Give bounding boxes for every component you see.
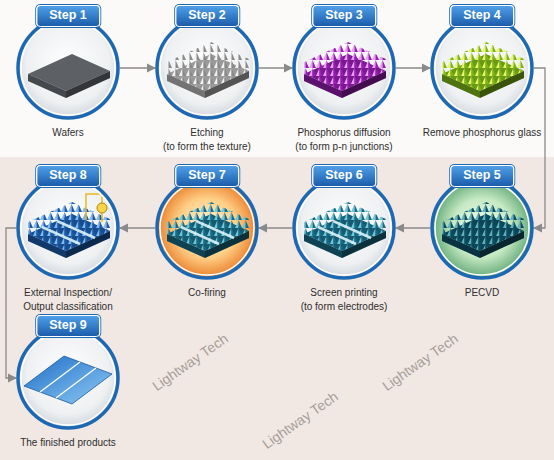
- step-circle: [430, 16, 534, 120]
- step-caption: Remove phosphorus glass: [414, 126, 550, 140]
- disc: [19, 329, 117, 427]
- circle-outline: [18, 328, 118, 428]
- circle-inner-ring: [435, 21, 529, 115]
- circle-outline: [432, 18, 532, 118]
- step-caption: Phosphorus diffusion (to form p-n juncti…: [284, 126, 404, 153]
- step-circle: [430, 176, 534, 280]
- step-badge: Step 9: [36, 315, 100, 337]
- disc: [158, 179, 256, 277]
- step-badge: Step 7: [175, 165, 239, 187]
- electrode-picture: [181, 221, 234, 244]
- process-step: Step 7Co-firing: [155, 176, 259, 280]
- disc: [295, 179, 393, 277]
- flow-arrow: [534, 68, 545, 228]
- circle-inner-ring: [297, 181, 391, 275]
- flow-arrow: [120, 227, 155, 228]
- texture-picture: [165, 200, 251, 254]
- process-step: Step 2Etching (to form the texture): [155, 16, 259, 120]
- step-badge: Step 1: [36, 5, 100, 27]
- flow-arrow: [396, 227, 430, 228]
- circle-inner-ring: [435, 181, 529, 275]
- circle-inner-ring: [160, 21, 254, 115]
- process-step: Step 4Remove phosphorus glass: [430, 16, 534, 120]
- step-caption: Co-firing: [142, 286, 272, 300]
- solar-cell-picture: [24, 356, 112, 404]
- flow-arrow: [6, 228, 16, 378]
- texture-picture: [302, 40, 388, 94]
- disc: [158, 19, 256, 117]
- step-badge: Step 8: [36, 165, 100, 187]
- circle-outline: [432, 178, 532, 278]
- step-circle: [16, 326, 120, 430]
- step-caption: Etching (to form the texture): [147, 126, 267, 153]
- disc: [295, 19, 393, 117]
- circle-outline: [18, 18, 118, 118]
- step-caption: Wafers: [3, 126, 133, 140]
- flow-arrow: [259, 67, 292, 68]
- watermark: Lightway Tech: [259, 388, 341, 452]
- step-caption: External Inspection/ Output classificati…: [12, 286, 124, 313]
- step-circle: [16, 176, 120, 280]
- electrode-picture: [318, 221, 371, 244]
- disc: [19, 179, 117, 277]
- step-caption: Screen printing (to form electrodes): [284, 286, 404, 313]
- circle-outline: [294, 18, 394, 118]
- step-circle: [292, 16, 396, 120]
- process-step: Step 5PECVD: [430, 176, 534, 280]
- process-step: Step 1Wafers: [16, 16, 120, 120]
- circle-inner-ring: [21, 181, 115, 275]
- flow-arrow: [259, 227, 292, 228]
- texture-picture: [440, 40, 526, 94]
- step-badge: Step 5: [450, 165, 514, 187]
- process-step: Step 6Screen printing (to form electrode…: [292, 176, 396, 280]
- flow-arrow: [396, 67, 430, 68]
- circle-outline: [157, 178, 257, 278]
- flow-arrow: [120, 67, 155, 68]
- texture-picture: [440, 200, 526, 254]
- step-circle: [16, 16, 120, 120]
- process-step: Step 3Phosphorus diffusion (to form p-n …: [292, 16, 396, 120]
- circle-outline: [157, 18, 257, 118]
- circle-outline: [294, 178, 394, 278]
- step-badge: Step 6: [312, 165, 376, 187]
- background-band: [0, 0, 554, 157]
- texture-picture: [302, 200, 388, 254]
- process-step: Step 9The finished products: [16, 326, 120, 430]
- circle-inner-ring: [21, 21, 115, 115]
- step-caption: The finished products: [0, 436, 136, 450]
- process-step: Step 8External Inspection/ Output classi…: [16, 176, 120, 280]
- circle-outline: [18, 178, 118, 278]
- disc: [19, 19, 117, 117]
- watermark: Lightway Tech: [149, 330, 231, 394]
- step-circle: [155, 176, 259, 280]
- wafer-picture: [28, 54, 110, 98]
- step-badge: Step 4: [450, 5, 514, 27]
- circle-inner-ring: [160, 181, 254, 275]
- circle-inner-ring: [21, 331, 115, 425]
- watermark: Lightway Tech: [379, 330, 461, 394]
- step-circle: [292, 176, 396, 280]
- step-badge: Step 2: [175, 5, 239, 27]
- step-caption: PECVD: [417, 286, 547, 300]
- step-badge: Step 3: [312, 5, 376, 27]
- disc: [433, 19, 531, 117]
- step-circle: [155, 16, 259, 120]
- circle-inner-ring: [297, 21, 391, 115]
- disc: [433, 179, 531, 277]
- background-band: [0, 157, 554, 460]
- electrode-picture: [42, 221, 95, 244]
- texture-picture: [165, 40, 251, 94]
